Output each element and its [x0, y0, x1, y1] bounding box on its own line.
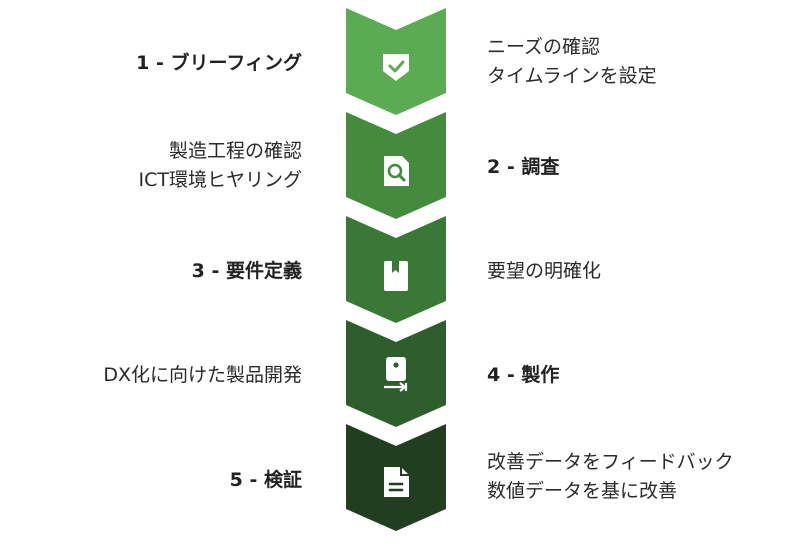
- step-4-description-line-1: DX化に向けた製品開発: [103, 364, 302, 386]
- step-5-chevron: [346, 424, 446, 531]
- step-2-description-line-2: ICT環境ヒヤリング: [138, 169, 302, 191]
- step-5-description: 改善データをフィードバック 数値データを基に改善: [487, 448, 734, 506]
- step-1-description-line-1: ニーズの確認: [487, 36, 601, 58]
- shield-check-icon: [383, 54, 409, 81]
- process-chevron-column: [346, 8, 446, 531]
- step-1-description: ニーズの確認 タイムラインを設定: [487, 33, 657, 91]
- step-2-description-line-1: 製造工程の確認: [168, 140, 302, 162]
- step-5-description-line-2: 数値データを基に改善: [487, 480, 678, 502]
- step-3-title: 3 - 要件定義: [191, 260, 302, 282]
- step-2-description: 製造工程の確認 ICT環境ヒヤリング: [139, 137, 302, 195]
- document-lines-icon: [384, 467, 409, 497]
- bookmark-card-icon: [384, 261, 408, 291]
- step-1-chevron: [346, 8, 446, 115]
- step-3-chevron: [346, 216, 446, 323]
- step-4-chevron: [346, 320, 446, 427]
- step-1-description-line-2: タイムラインを設定: [487, 65, 657, 87]
- device-transfer-icon: [384, 357, 408, 392]
- step-2-chevron: [346, 112, 446, 219]
- step-5-description-line-1: 改善データをフィードバック: [487, 451, 734, 473]
- step-3-description-line-1: 要望の明確化: [487, 260, 602, 282]
- step-2-title: 2 - 調査: [487, 156, 560, 178]
- step-4-title: 4 - 製作: [487, 364, 560, 386]
- step-4-description: DX化に向けた製品開発: [103, 361, 302, 390]
- document-search-icon: [384, 156, 409, 186]
- step-1-title: 1 - ブリーフィング: [136, 52, 302, 74]
- step-3-description: 要望の明確化: [487, 257, 601, 286]
- step-5-title: 5 - 検証: [229, 469, 302, 491]
